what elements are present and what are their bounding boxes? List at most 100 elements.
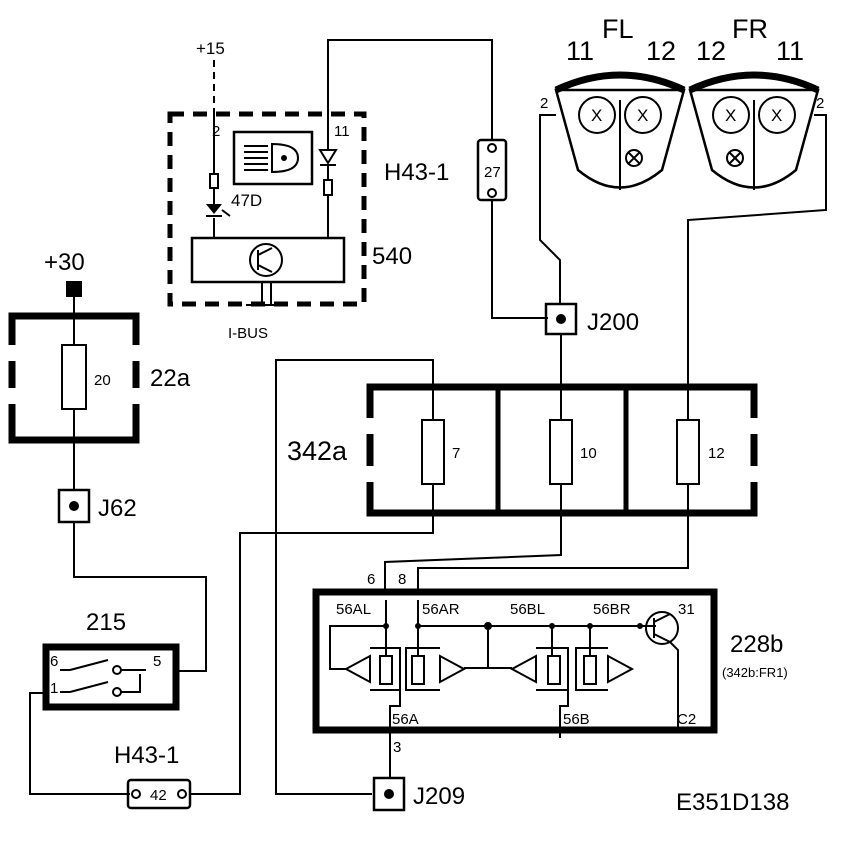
output-56al-label: 56AL [336, 601, 371, 618]
wire-fuse7-to-h43-42 [190, 484, 434, 795]
lamp-fr-pin12: 12 [696, 36, 726, 66]
output-56b-label: 56B [563, 711, 590, 728]
bulb-x-mark: X [771, 106, 782, 125]
fusebox-22a-gap [4, 345, 20, 361]
junction-j209-box [372, 776, 406, 812]
transistor-emitter [257, 264, 273, 273]
switch-215-label: 215 [86, 609, 126, 636]
amplifier-icon [607, 654, 635, 684]
plus15-label: +15 [196, 39, 225, 58]
lamp-fr-label: FR [732, 14, 768, 44]
module-228b-pin3: 3 [393, 739, 401, 756]
module-540: 2 11 47D I-BUS 540 [167, 111, 412, 342]
junction-dot [384, 789, 394, 799]
small-bulb-icon [625, 149, 643, 167]
transistor-icon [249, 243, 283, 277]
resistor-icon [323, 179, 333, 196]
amplifier-icon [343, 654, 371, 684]
lamp-fr-pin2: 2 [816, 95, 824, 112]
bulb-x-mark: X [725, 106, 736, 125]
internal-wire [669, 641, 679, 730]
connector-h43-1-pin42: 42 [150, 787, 167, 804]
connector-pin-hole [487, 188, 497, 198]
wire-fuse10-to-228b-6 [384, 484, 562, 592]
connector-h43-1-top: 27 H43-1 [384, 138, 508, 202]
module-540-outline [167, 111, 367, 307]
output-56a-wire [389, 690, 401, 730]
resistor-icon [547, 655, 561, 685]
fusebox-22a-gap [4, 388, 20, 404]
headlamp-fl-housing [554, 88, 686, 189]
bulb-x-mark: X [637, 106, 648, 125]
junction-j200: J200 [544, 302, 639, 336]
junction-j200-label: J200 [587, 309, 639, 336]
module-540-pin2-label: 2 [212, 123, 220, 140]
switch-contact [69, 681, 109, 693]
wire-fuse7-to-j209 [275, 359, 434, 795]
connector-pin-hole [177, 789, 187, 799]
led-icon [206, 204, 222, 214]
bulb-icon [578, 96, 616, 134]
fusebox-342a: 7 10 12 342a [287, 383, 762, 517]
indicator-47d-label: 47D [231, 191, 262, 210]
module-228b-pin8: 8 [398, 571, 406, 588]
plus30-label: +30 [44, 249, 85, 276]
wire-j62-to-215-5 [73, 522, 207, 672]
connector-h43-1-label-bottom: H43-1 [114, 742, 179, 769]
connector-h43-1-body [476, 138, 508, 202]
module-540-transistor-block [190, 236, 346, 284]
fuse-20-label: 20 [94, 372, 111, 389]
fusebox-342a-label: 342a [287, 436, 348, 466]
resistor-icon [411, 655, 425, 685]
junction-j62-box [57, 488, 91, 524]
small-bulb-icon [726, 149, 744, 167]
diagram-id-label: E351D138 [676, 789, 789, 816]
switch-215-outline [42, 643, 180, 711]
switch-terminal [112, 665, 122, 675]
fusebox-342a-outline [366, 383, 758, 517]
junction-dot [69, 501, 79, 511]
fusebox-342a-gap [362, 466, 378, 482]
indicator-dot [281, 155, 287, 161]
fuse-20 [61, 344, 87, 410]
output-56bl-label: 56BL [510, 601, 545, 618]
output-56br-label: 56BR [593, 601, 631, 618]
wire-fr-to-fuse12 [687, 114, 827, 420]
fuse-7 [421, 419, 445, 485]
fusebox-22a-gap [128, 388, 144, 404]
fusebox-342a-gap [362, 418, 378, 434]
resistor-icon [379, 655, 393, 685]
transistor-collector [653, 613, 671, 623]
connector-h43-1-pin27: 27 [484, 164, 501, 181]
lamp-fl-pin12: 12 [646, 36, 676, 66]
module-228b-sublabel: (342b:FR1) [722, 665, 788, 680]
junction-j209: J209 [372, 776, 465, 812]
internal-wire [575, 647, 608, 691]
wire-215-1-to-h43-42 [29, 692, 130, 795]
module-228b-outline [312, 588, 718, 734]
transistor-emitter [653, 633, 671, 643]
fusebox-22a-outline [8, 312, 140, 444]
connector-h43-1-bottom: 42 H43-1 [114, 742, 192, 810]
junction-j62-label: J62 [98, 495, 137, 522]
module-228b: 6 8 31 C2 3 56AL 56AR 56BL 56BR 56A 56B … [312, 571, 788, 756]
bulb-x-mark: X [591, 106, 602, 125]
transistor-icon [645, 611, 679, 645]
fuse-12 [676, 419, 700, 485]
lamp-fl-label: FL [602, 14, 634, 44]
module-228b-pinc2: C2 [677, 711, 696, 728]
bulb-icon [624, 96, 662, 134]
ibus-label: I-BUS [228, 325, 268, 342]
fuse-7-label: 7 [452, 445, 460, 462]
plus30-terminal [66, 281, 82, 297]
fusebox-22a-label: 22a [150, 365, 191, 392]
junction-j200-box [544, 302, 578, 336]
wire-fl-to-j200 [539, 114, 561, 304]
transistor-collector [257, 247, 273, 256]
switch-215-pin1: 1 [50, 680, 58, 697]
amplifier-icon [439, 654, 467, 684]
lamp-fl-pin11: 11 [566, 36, 594, 66]
internal-wire [405, 647, 440, 691]
fuse-10-label: 10 [580, 445, 597, 462]
